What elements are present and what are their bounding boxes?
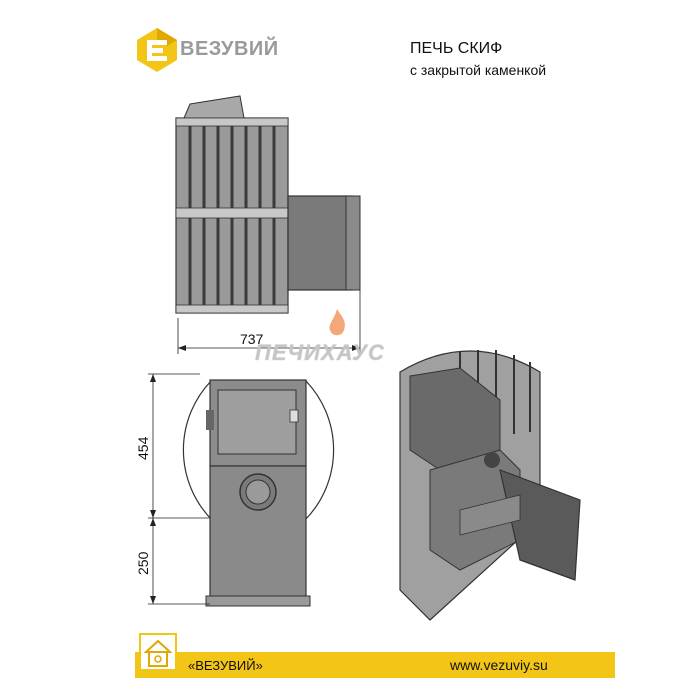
vezuviy-logo-icon	[137, 28, 177, 72]
front-view	[148, 373, 335, 607]
product-title: ПЕЧЬ СКИФ	[410, 40, 503, 57]
house-stove-icon	[139, 633, 177, 671]
footer-brand: «ВЕЗУВИЙ»	[188, 658, 263, 673]
watermark-text: ПЕЧИХАУС	[255, 340, 385, 365]
flame-icon	[329, 309, 345, 336]
cutaway-view	[399, 350, 581, 621]
dimension-width: 737	[240, 331, 264, 347]
product-subtitle: с закрытой каменкой	[410, 62, 547, 78]
dimension-height-upper: 454	[135, 436, 151, 460]
side-view	[175, 95, 361, 354]
dimension-height-lower: 250	[135, 551, 151, 575]
brand-name: ВЕЗУВИЙ	[180, 38, 279, 60]
footer-bar	[135, 652, 615, 678]
footer-url-link[interactable]: www.vezuviy.su	[450, 657, 548, 673]
